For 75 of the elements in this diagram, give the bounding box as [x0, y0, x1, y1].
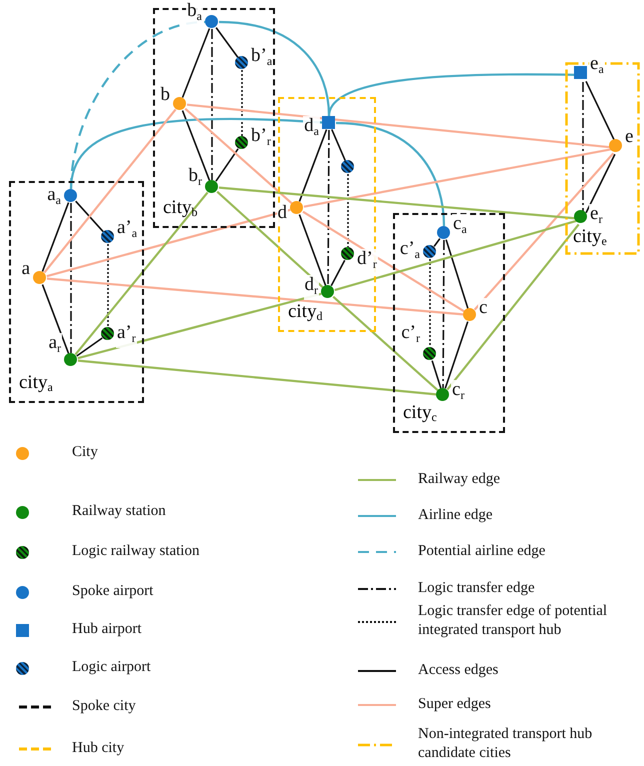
edge-line: [334, 220, 577, 292]
edge-line: [42, 202, 70, 272]
city-label: city$_{d}$: [288, 302, 322, 325]
edge-line: [78, 360, 436, 396]
edge-line: [44, 108, 176, 274]
edge-line: [77, 292, 322, 360]
dotted-edge: [429, 259, 431, 347]
node-label: b$_{a}$: [186, 1, 203, 26]
dotted-edge: [347, 174, 349, 247]
edge-line: [218, 186, 576, 220]
edge-line: [74, 192, 208, 356]
city-label: city$_{a}$: [19, 373, 53, 396]
edge-line: [336, 122, 446, 226]
legend-text: City: [72, 443, 98, 462]
legend-text: Logic airport: [72, 658, 151, 677]
edge-line: [216, 190, 324, 288]
legend-text: Potential airline edge: [418, 542, 546, 561]
dash-dot-edge: [442, 240, 445, 388]
edge-line: [46, 208, 291, 278]
legend-text: Spoke airport: [72, 582, 154, 601]
legend-text: Railway edge: [418, 470, 502, 489]
dash-dot-edge: [327, 130, 330, 285]
edge-line: [304, 148, 612, 208]
edge-line: [298, 214, 326, 286]
edge-line: [444, 321, 469, 389]
edge-line: [331, 129, 346, 161]
edge-line: [75, 200, 104, 232]
edge-line: [186, 104, 612, 148]
edge-line: [42, 284, 70, 354]
edge-line: [182, 110, 210, 181]
hub-city-box: [278, 97, 376, 332]
edge-line: [216, 27, 238, 58]
legend-text: Logic transfer edge of potential integrated transport hub: [418, 602, 608, 640]
dash-dot-edge: [211, 29, 213, 180]
legend-text: Super edges: [418, 695, 492, 714]
legend-text: Logic railway station: [72, 542, 200, 561]
edge-line: [332, 296, 439, 392]
legend-text: Hub city: [72, 739, 124, 758]
edge-line: [46, 278, 464, 316]
node-label: d: [276, 203, 288, 223]
edge-line: [298, 129, 328, 202]
legend-text: Access edges: [418, 661, 500, 680]
edge-line: [434, 238, 440, 247]
node-label: d$_{r}$: [304, 275, 319, 300]
legend-text: Airline edge: [418, 506, 494, 525]
edge-line: [445, 239, 469, 309]
edge-line: [76, 337, 103, 357]
city-label: city$_{c}$: [403, 403, 437, 426]
legend-text: Logic transfer edge: [418, 579, 536, 598]
dotted-edge: [107, 244, 109, 327]
node-label: d’$_{r}$: [356, 249, 378, 274]
edge-line: [215, 148, 239, 182]
edge-line: [431, 360, 442, 389]
legend-text: Hub airport: [72, 620, 142, 639]
edge-line: [302, 210, 465, 312]
edge-line: [446, 224, 580, 390]
edge-line: [184, 108, 292, 204]
city-label: city$_{e}$: [573, 227, 607, 250]
dash-dot-edge: [70, 203, 72, 353]
edge-line: [182, 28, 210, 98]
node-label: a’$_{r}$: [116, 323, 137, 348]
edge-line: [474, 152, 614, 310]
legend-text: Spoke city: [72, 697, 136, 716]
spoke-city-box: [9, 181, 144, 403]
spoke-city-box: [393, 213, 505, 433]
dash-dot-edge: [582, 82, 584, 212]
legend-text: Railway station: [72, 502, 166, 521]
edge-line: [585, 154, 616, 214]
dashed-edge: [70, 20, 206, 190]
logic-airport-dot: [341, 160, 354, 173]
edge-line: [330, 260, 346, 286]
city-label: city$_{b}$: [163, 198, 198, 221]
legend-text: Non-integrated transport hub candidate cities: [418, 725, 594, 763]
edge-line: [328, 73, 576, 116]
dotted-edge: [241, 70, 243, 136]
